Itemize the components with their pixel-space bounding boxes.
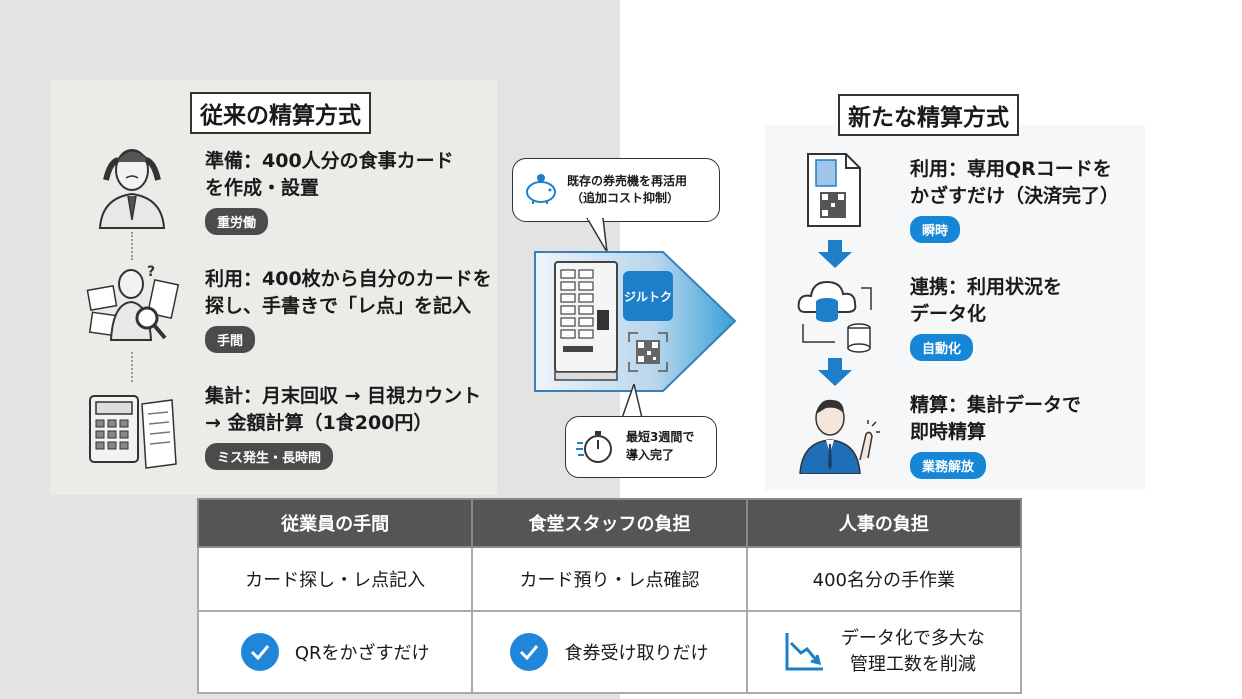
app-logo: ジルトク bbox=[623, 271, 673, 321]
summary-after-cafeteria-text: 食券受け取りだけ bbox=[564, 643, 709, 664]
old-item-prepare: 準備：400人分の食事カード を作成・設置 重労働 bbox=[205, 148, 454, 235]
searching-person-icon: ? bbox=[86, 264, 180, 341]
old-item-prepare-line1: 準備：400人分の食事カード bbox=[205, 150, 454, 172]
new-item-link-line2: データ化 bbox=[910, 303, 987, 325]
old-item-aggregate-line2: → 金額計算（1食200円） bbox=[205, 412, 433, 434]
new-item-link-line1: 連携：利用状況を bbox=[910, 276, 1063, 298]
old-method-title: 従来の精算方式 bbox=[190, 92, 371, 134]
summary-after-employee: QRをかざすだけ bbox=[196, 610, 474, 694]
summary-header-employee: 従業員の手間 bbox=[196, 498, 474, 548]
reuse-callout-pointer bbox=[586, 218, 608, 252]
down-arrow-icon bbox=[818, 240, 852, 268]
new-item-use-line1: 利用：専用QRコードを bbox=[910, 158, 1112, 180]
old-divider-2 bbox=[131, 352, 135, 382]
summary-header-row: 従業員の手間 食堂スタッフの負担 人事の負担 bbox=[196, 498, 1023, 548]
new-item-use-tag: 瞬時 bbox=[910, 216, 961, 243]
ticket-machine-arrow bbox=[534, 251, 737, 392]
summary-before-row: カード探し・レ点記入 カード預り・レ点確認 400名分の手作業 bbox=[196, 546, 1023, 612]
summary-after-cafeteria: 食券受け取りだけ bbox=[471, 610, 748, 694]
complete-callout-line2: 導入完了 bbox=[626, 448, 675, 462]
new-item-settle-tag: 業務解放 bbox=[910, 452, 987, 479]
reuse-callout-line1: 既存の券売機を再活用 bbox=[567, 174, 688, 188]
old-divider-1 bbox=[131, 232, 135, 260]
summary-after-employee-text: QRをかざすだけ bbox=[294, 643, 430, 664]
check-circle-icon bbox=[240, 633, 279, 671]
reuse-callout: 既存の券売機を再活用 （追加コスト抑制） bbox=[512, 158, 720, 222]
businessman-icon bbox=[799, 399, 880, 474]
summary-after-hr-line2: 管理工数を削減 bbox=[849, 654, 976, 675]
stopwatch-icon bbox=[576, 431, 612, 463]
downtrend-chart-icon bbox=[785, 633, 823, 671]
old-item-aggregate-line1: 集計：月末回収 → 目視カウント bbox=[205, 385, 482, 407]
new-item-use: 利用：専用QRコードを かざすだけ（決済完了） 瞬時 bbox=[910, 156, 1119, 243]
old-item-aggregate: 集計：月末回収 → 目視カウント → 金額計算（1食200円） ミス発生・長時間 bbox=[205, 383, 481, 470]
old-item-aggregate-tag: ミス発生・長時間 bbox=[205, 443, 334, 470]
new-item-link-tag: 自動化 bbox=[910, 334, 974, 361]
summary-after-hr-line1: データ化で多大な bbox=[840, 628, 985, 649]
down-arrow-icon bbox=[818, 358, 852, 386]
qr-code-icon bbox=[628, 332, 668, 372]
piggy-bank-icon bbox=[526, 174, 556, 204]
svg-text:?: ? bbox=[147, 264, 155, 280]
new-item-settle-line1: 精算：集計データで bbox=[910, 394, 1082, 416]
summary-before-employee: カード探し・レ点記入 bbox=[196, 546, 474, 612]
old-item-prepare-tag: 重労働 bbox=[205, 208, 269, 235]
complete-callout: 最短3週間で 導入完了 bbox=[565, 416, 717, 478]
cloud-database-icon bbox=[797, 280, 872, 353]
summary-header-cafeteria: 食堂スタッフの負担 bbox=[471, 498, 748, 548]
new-item-settle: 精算：集計データで 即時精算 業務解放 bbox=[910, 392, 1081, 479]
new-item-use-line2: かざすだけ（決済完了） bbox=[910, 185, 1120, 207]
old-item-prepare-line2: を作成・設置 bbox=[205, 177, 320, 199]
old-item-use-tag: 手間 bbox=[205, 326, 256, 353]
summary-before-cafeteria: カード預り・レ点確認 bbox=[471, 546, 748, 612]
qr-document-icon bbox=[807, 153, 861, 227]
stressed-person-icon bbox=[98, 149, 166, 229]
new-method-title: 新たな精算方式 bbox=[838, 94, 1019, 136]
app-logo-text: ジルトク bbox=[623, 289, 672, 304]
reuse-callout-line2: （追加コスト抑制） bbox=[571, 191, 680, 205]
old-item-use-line1: 利用：400枚から自分のカードを bbox=[205, 268, 492, 290]
summary-after-hr: データ化で多大な 管理工数を削減 bbox=[745, 610, 1023, 694]
calculator-receipt-icon bbox=[89, 395, 177, 469]
summary-before-hr: 400名分の手作業 bbox=[745, 546, 1023, 612]
summary-header-hr: 人事の負担 bbox=[745, 498, 1023, 548]
check-circle-icon bbox=[510, 633, 549, 671]
old-item-use-line2: 探し、手書きで「レ点」を記入 bbox=[205, 295, 472, 317]
complete-callout-pointer bbox=[621, 384, 643, 418]
new-item-link: 連携：利用状況を データ化 自動化 bbox=[910, 274, 1062, 361]
new-item-settle-line2: 即時精算 bbox=[910, 421, 987, 443]
summary-after-row: QRをかざすだけ 食券受け取りだけ データ化で多大な 管理工数を削減 bbox=[196, 610, 1023, 694]
complete-callout-line1: 最短3週間で bbox=[626, 430, 695, 444]
summary-table: 従業員の手間 食堂スタッフの負担 人事の負担 カード探し・レ点記入 カード預り・… bbox=[196, 498, 1023, 694]
old-item-use: 利用：400枚から自分のカードを 探し、手書きで「レ点」を記入 手間 bbox=[205, 266, 492, 353]
